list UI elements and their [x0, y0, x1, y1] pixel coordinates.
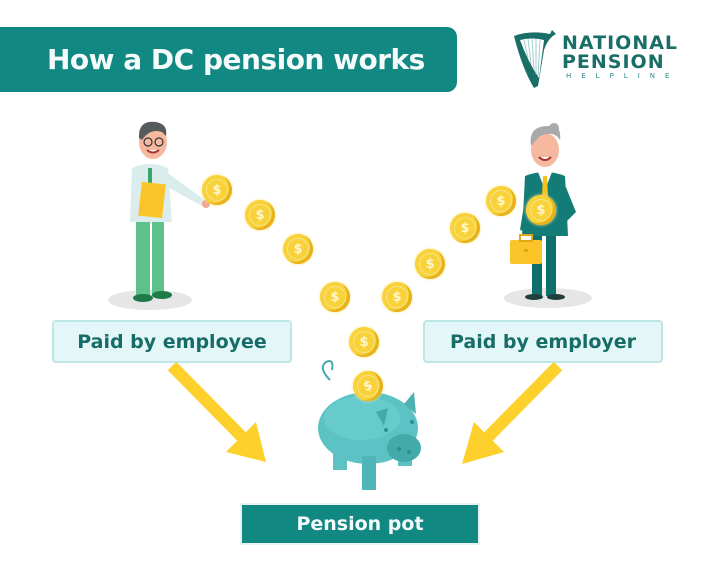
national-pension-helpline-logo: NATIONAL PENSION HELPLINE [510, 28, 695, 90]
coin-icon: $ [450, 213, 480, 243]
coin-icon: $ [349, 327, 379, 357]
coin-icon: $ [245, 200, 275, 230]
coin-icon: $ [526, 195, 556, 225]
piggy-bank-icon [318, 360, 421, 490]
coin-icon: $ [486, 186, 516, 216]
employee-contribution-label: Paid by employee [52, 320, 292, 363]
employer-contribution-label: Paid by employer [423, 320, 663, 363]
logo-word-national: NATIONAL [562, 32, 679, 54]
page-title: How a DC pension works [47, 43, 425, 76]
coin-icon: $ [320, 282, 350, 312]
logo-word-helpline: HELPLINE [566, 72, 680, 80]
harp-icon [514, 30, 556, 88]
coin-icon: $ [382, 282, 412, 312]
coin-icon: $ [202, 175, 232, 205]
employee-arrow-icon [167, 361, 266, 462]
pension-pot-label: Pension pot [240, 503, 480, 545]
coin-icon: $ [415, 249, 445, 279]
logo-word-pension: PENSION [562, 51, 665, 73]
title-banner: How a DC pension works [0, 27, 457, 92]
employer-arrow-icon [462, 361, 563, 464]
employee-figure-icon [130, 121, 210, 302]
coin-icon: $ [283, 234, 313, 264]
